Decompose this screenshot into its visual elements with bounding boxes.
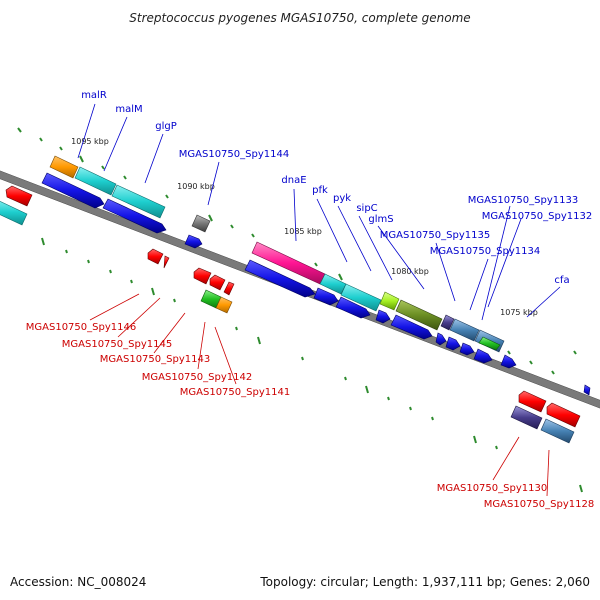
gene-label-spy1128: MGAS10750_Spy1128: [484, 499, 594, 510]
gene-label-sipC: sipC: [356, 203, 377, 214]
ruler-label-1085: 1085 kbp: [284, 227, 322, 236]
genome-summary-text: Topology: circular; Length: 1,937,111 bp…: [259, 575, 590, 589]
gene-label-spy1144: MGAS10750_Spy1144: [179, 149, 289, 160]
gene-label-glgP: glgP: [155, 121, 177, 132]
gene-label-spy1143: MGAS10750_Spy1143: [100, 354, 210, 365]
reverse-label-leaders: [89, 293, 550, 497]
gene-label-spy1145: MGAS10750_Spy1145: [62, 339, 172, 350]
reverse-strand-features[interactable]: [0, 185, 581, 444]
gene-label-spy1135: MGAS10750_Spy1135: [380, 230, 490, 241]
ruler-label-1095: 1095 kbp: [71, 137, 109, 146]
gene-label-spy1142: MGAS10750_Spy1142: [142, 372, 252, 383]
ruler-label-1090: 1090 kbp: [177, 182, 215, 191]
ruler-label-1080: 1080 kbp: [391, 267, 429, 276]
gene-label-glmS: glmS: [368, 214, 393, 225]
gene-label-spy1134: MGAS10750_Spy1134: [430, 246, 540, 257]
gene-label-malR: malR: [81, 90, 107, 101]
forward-label-leaders: [77, 103, 561, 321]
accession-text: Accession: NC_008024: [10, 575, 146, 589]
map-title: Streptococcus pyogenes MGAS10750, comple…: [129, 11, 470, 25]
gene-label-spy1146: MGAS10750_Spy1146: [26, 322, 136, 333]
gene-label-spy1141: MGAS10750_Spy1141: [180, 387, 290, 398]
gene-label-spy1132: MGAS10750_Spy1132: [482, 211, 592, 222]
ruler-label-1075: 1075 kbp: [500, 308, 538, 317]
ruler-labels: 1095 kbp 1090 kbp 1085 kbp 1080 kbp 1075…: [71, 137, 538, 317]
gene-label-malM: malM: [115, 104, 142, 115]
gene-label-spy1133: MGAS10750_Spy1133: [468, 195, 578, 206]
gene-label-cfa: cfa: [554, 275, 569, 286]
reverse-gene-labels: MGAS10750_Spy1146 MGAS10750_Spy1145 MGAS…: [26, 322, 594, 510]
gene-label-spy1130: MGAS10750_Spy1130: [437, 483, 547, 494]
ticks-inner-row: [41, 237, 583, 493]
gene-label-pyk: pyk: [333, 193, 351, 204]
gene-label-dnaE: dnaE: [281, 175, 306, 186]
gene-label-pfk: pfk: [312, 185, 328, 196]
forward-strand-features[interactable]: [41, 155, 591, 396]
forward-gene-labels: malR malM glgP MGAS10750_Spy1144 dnaE pf…: [81, 90, 592, 286]
